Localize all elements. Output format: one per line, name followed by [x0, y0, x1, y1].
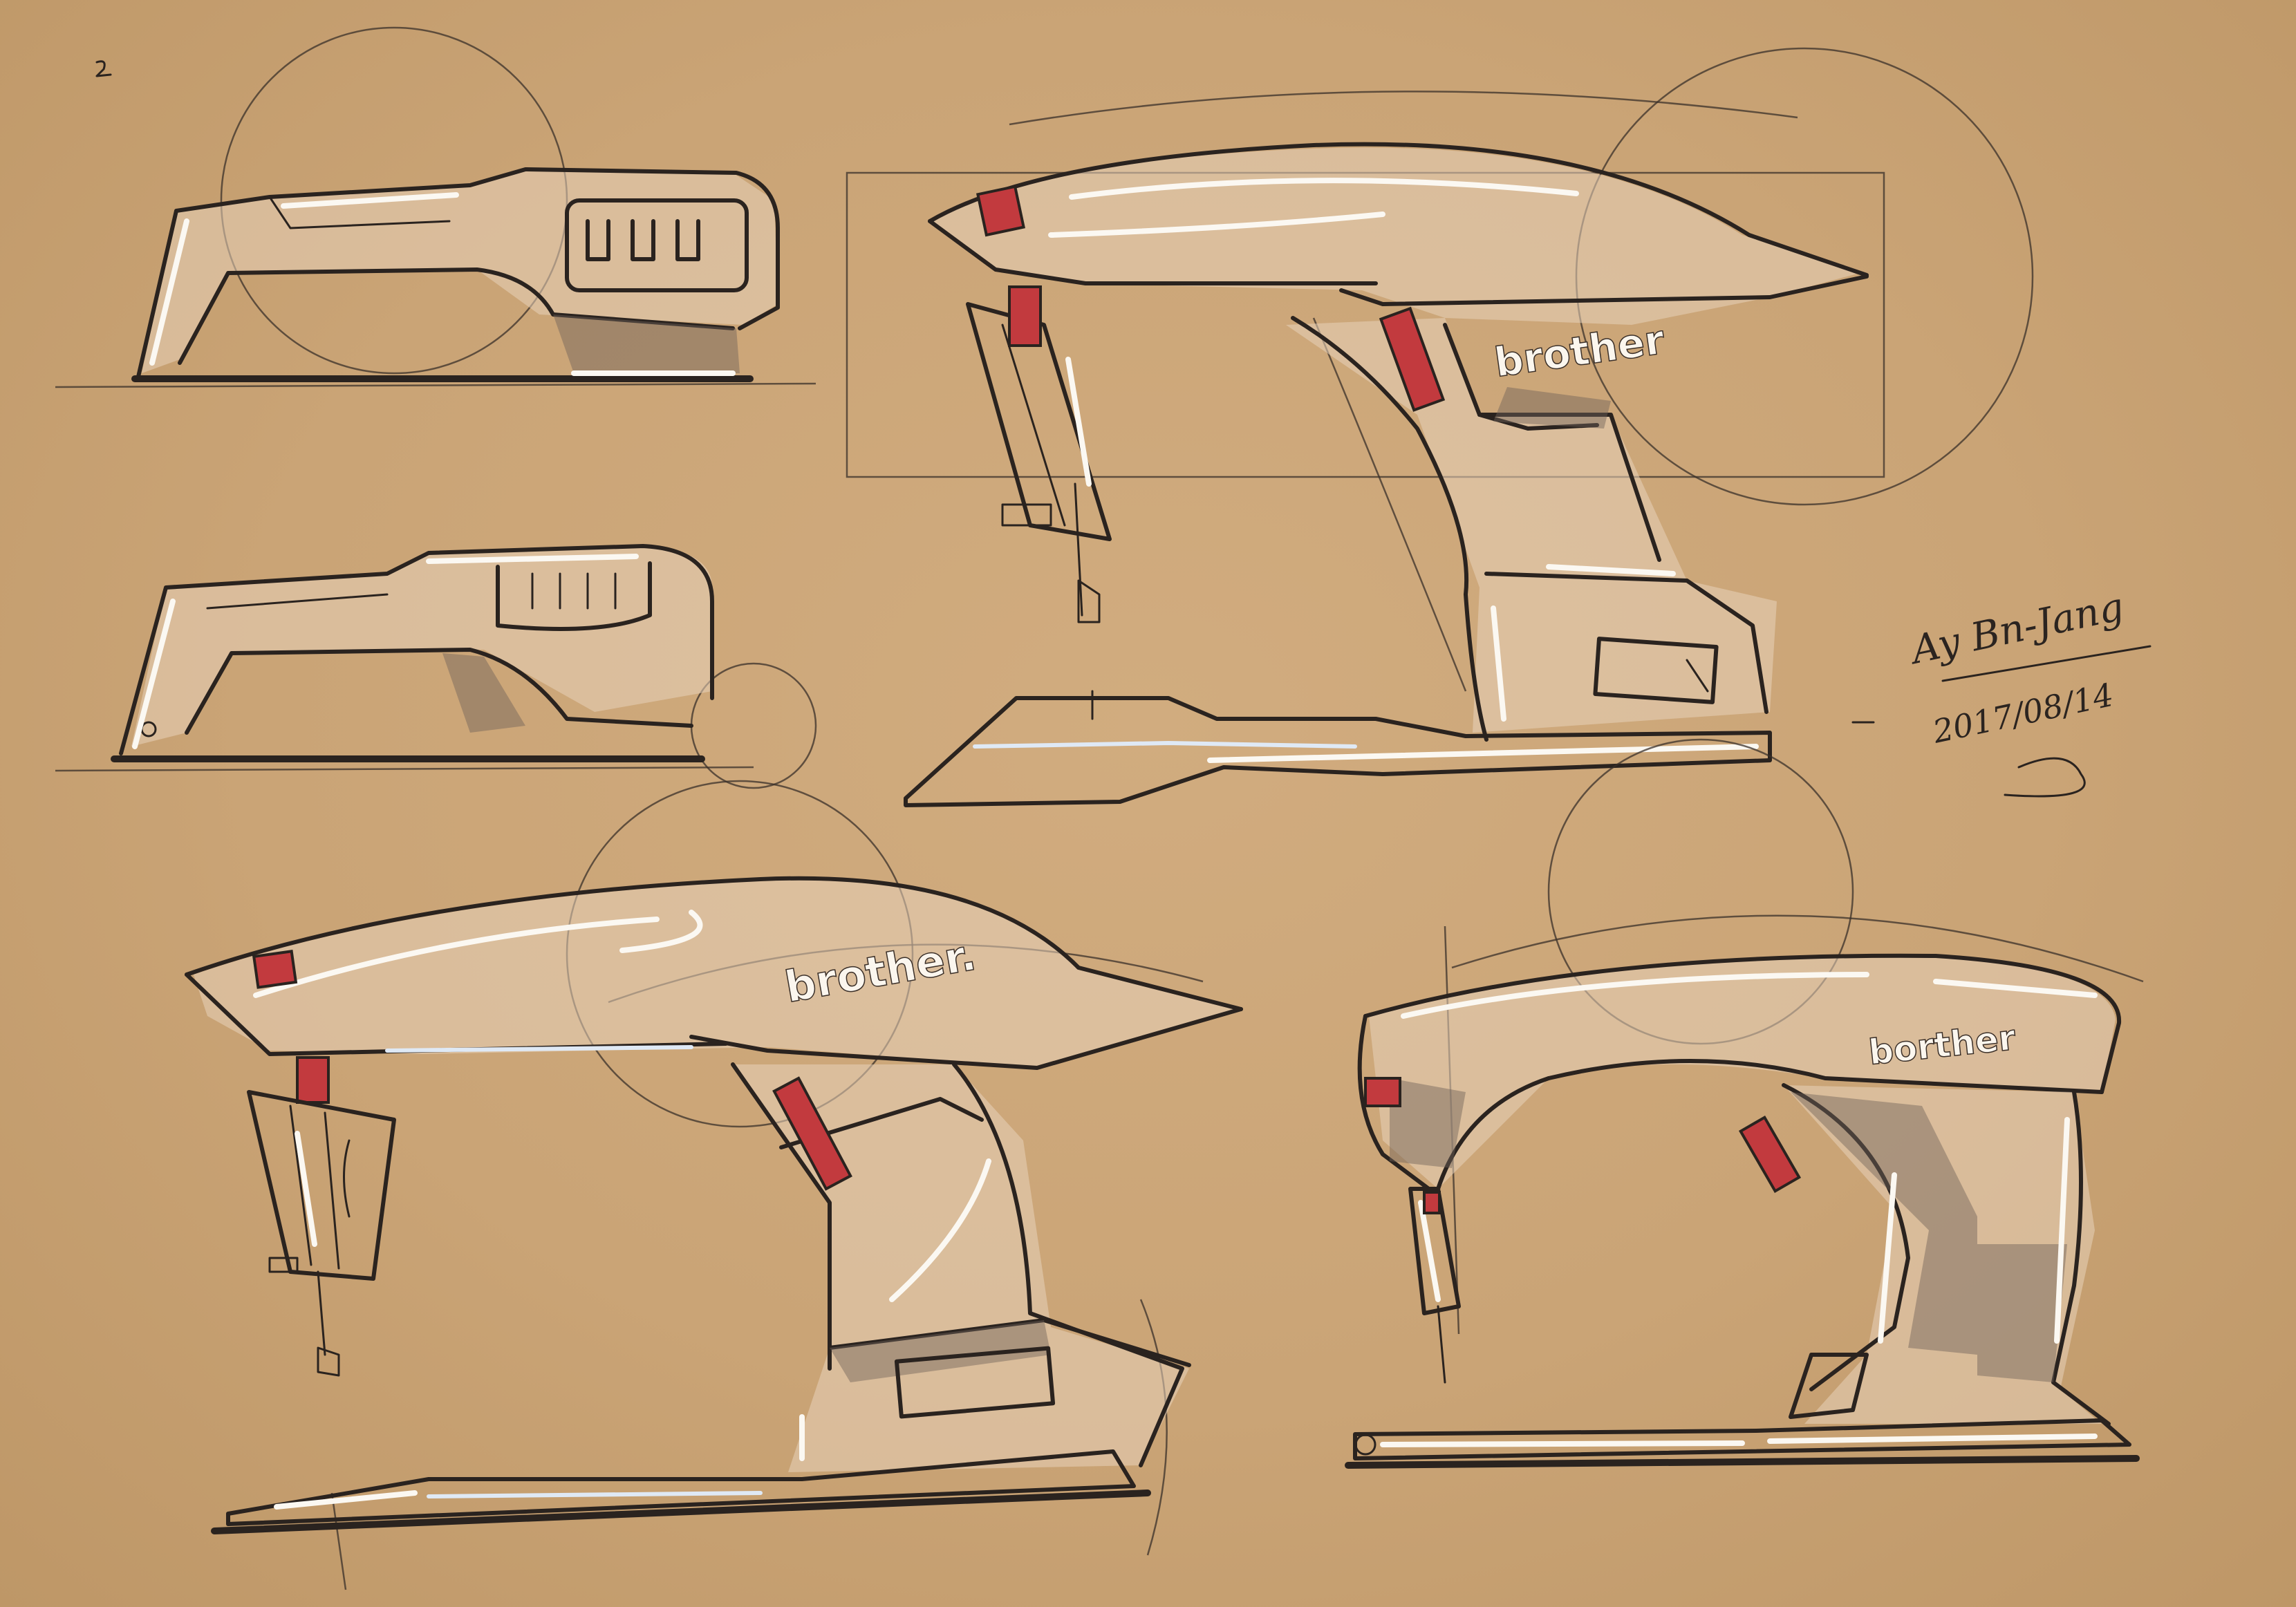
sketch-main-view-top-right: brother [846, 47, 2034, 807]
sketch-side-view-top-left-1 [55, 26, 816, 388]
signature-name: Ay Bn-Jang [1905, 584, 2128, 673]
sketch-perspective-bottom-left: brother. [185, 780, 1243, 1590]
artist-signature: Ay Bn-Jang 2017/08/14 [1851, 584, 2152, 798]
corner-page-mark [95, 60, 112, 77]
sketch-side-view-top-left-2 [55, 544, 817, 789]
sketch-perspective-bottom-right: borther [1345, 738, 2144, 1469]
signature-date: 2017/08/14 [1929, 676, 2117, 751]
brand-label-main: brother [1491, 316, 1667, 386]
